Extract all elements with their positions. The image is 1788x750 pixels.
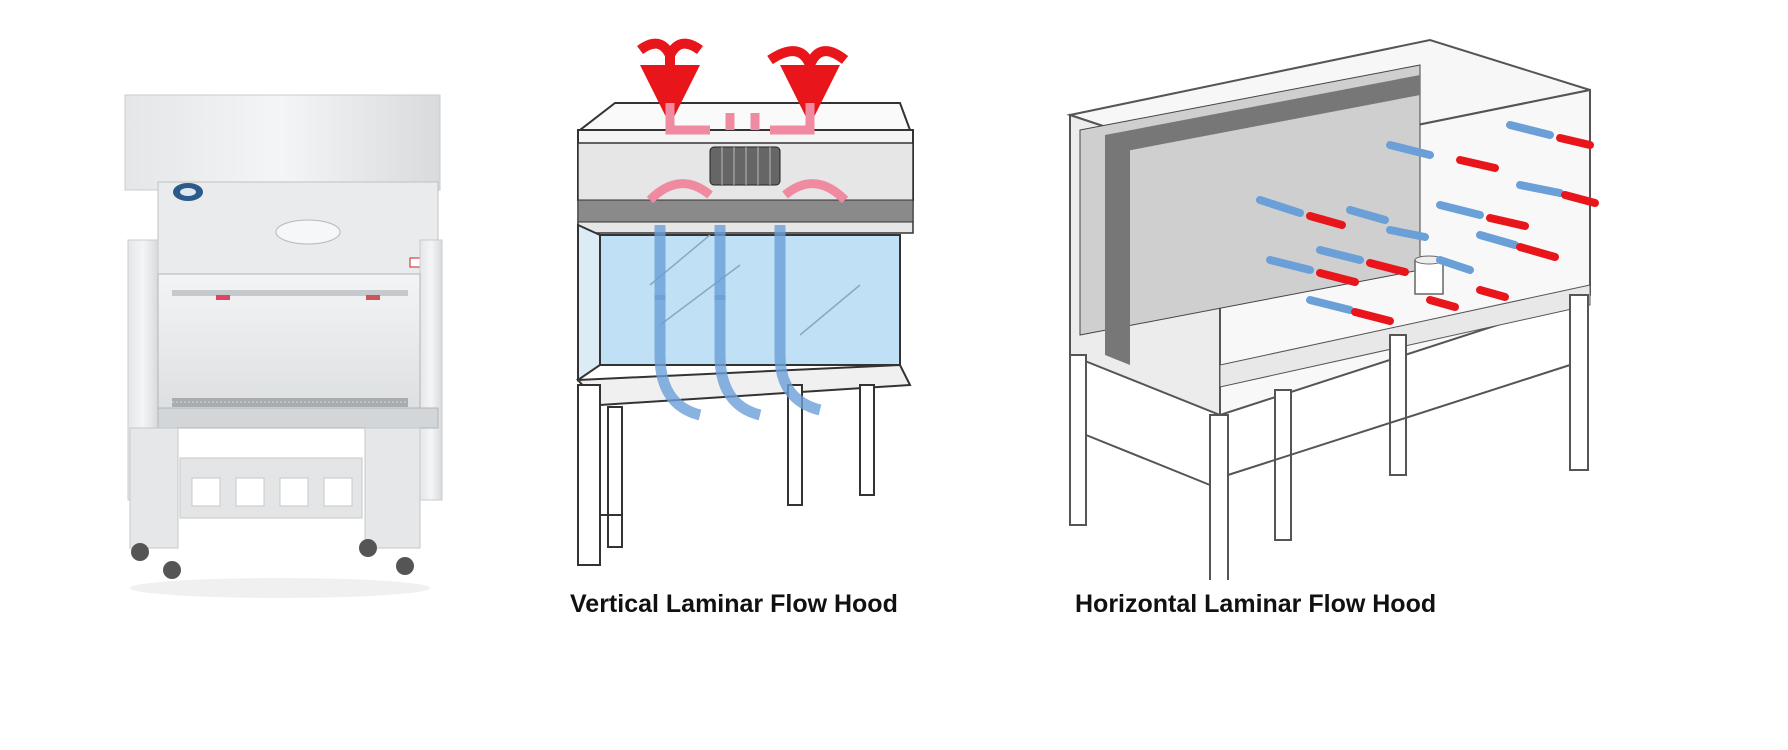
horizontal-hood-diagram: [1060, 35, 1640, 580]
intake-arrows: [637, 38, 849, 125]
control-panel: [275, 219, 341, 245]
hepa-filter: [1079, 64, 1421, 365]
beaker-icon: [1414, 255, 1444, 295]
clean-air-arrows: [654, 225, 822, 421]
horizontal-hood-caption: Horizontal Laminar Flow Hood: [1075, 590, 1437, 618]
internal-arrows: [646, 103, 849, 204]
cabinet-photo: [120, 90, 520, 690]
fan-icon: [709, 146, 781, 186]
vertical-hood-svg: [575, 38, 914, 566]
vertical-hood-caption: Vertical Laminar Flow Hood: [570, 590, 898, 618]
hepa-filter: [577, 199, 914, 223]
airflow-arrows: [1256, 121, 1599, 325]
horizontal-hood-svg: [1066, 38, 1599, 580]
vertical-hood-diagram: [560, 35, 950, 580]
biosafety-cabinet-illustration: [124, 94, 443, 598]
